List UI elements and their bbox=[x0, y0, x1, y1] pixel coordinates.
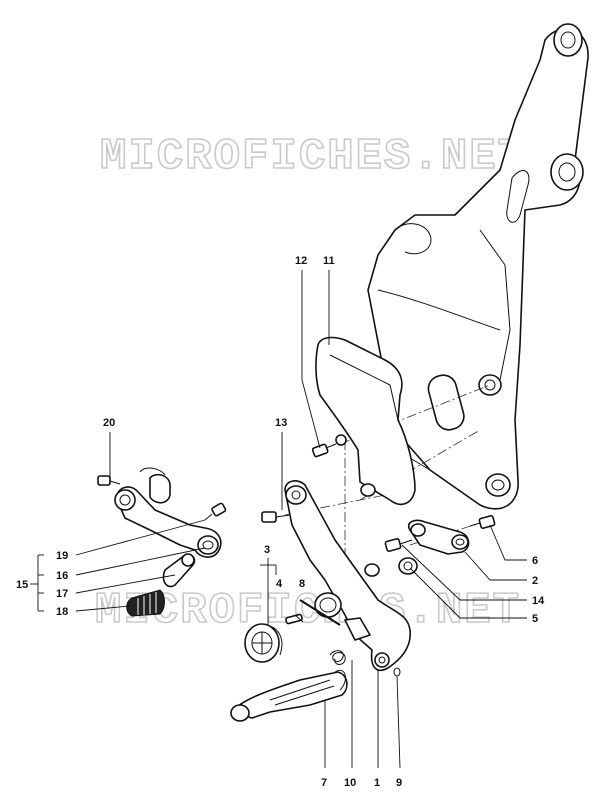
footpeg-7 bbox=[230, 669, 348, 722]
pin-4 bbox=[285, 613, 303, 625]
bolt-13 bbox=[261, 511, 291, 523]
footpeg-holder-arm bbox=[284, 480, 411, 672]
bolt-20 bbox=[97, 475, 121, 486]
callout-13: 13 bbox=[275, 417, 287, 429]
link-lever-2 bbox=[407, 519, 470, 555]
callout-16: 16 bbox=[56, 570, 68, 582]
callout-14: 14 bbox=[532, 595, 545, 607]
callout-1: 1 bbox=[374, 777, 380, 789]
callout-2: 2 bbox=[532, 575, 538, 587]
callout-17: 17 bbox=[56, 588, 68, 600]
callout-8: 8 bbox=[299, 578, 305, 590]
leader-lines bbox=[30, 270, 527, 769]
callout-labels: 11 12 13 20 3 4 8 6 2 14 5 19 16 17 18 1… bbox=[16, 255, 545, 789]
bolt-19 bbox=[204, 502, 227, 521]
callout-18: 18 bbox=[56, 606, 68, 618]
callout-12: 12 bbox=[295, 255, 307, 267]
washer-14 bbox=[384, 538, 413, 552]
bolt-6 bbox=[469, 515, 496, 529]
callout-20: 20 bbox=[103, 417, 115, 429]
watermark-bottom: MICROFICHES.NET bbox=[95, 586, 521, 636]
footrest-bracket bbox=[367, 23, 589, 510]
callout-10: 10 bbox=[344, 777, 356, 789]
callout-19: 19 bbox=[56, 550, 68, 562]
heel-guard-plate bbox=[315, 336, 416, 506]
callout-5: 5 bbox=[532, 613, 538, 625]
rubber-18 bbox=[126, 589, 165, 617]
spring-10 bbox=[329, 650, 346, 665]
clip-9 bbox=[393, 667, 401, 677]
footpeg-rubber-3 bbox=[244, 623, 283, 663]
gear-shift-lever bbox=[114, 467, 222, 558]
callout-11: 11 bbox=[323, 255, 335, 267]
callout-3: 3 bbox=[264, 544, 270, 556]
callout-6: 6 bbox=[532, 555, 538, 567]
watermark-top: MICROFICHES.NET bbox=[100, 132, 526, 182]
callout-15: 15 bbox=[16, 579, 28, 591]
callout-4: 4 bbox=[276, 578, 283, 590]
shaft-17 bbox=[162, 553, 196, 588]
pin-8 bbox=[299, 599, 341, 626]
washer-5 bbox=[398, 557, 418, 575]
screw-12 bbox=[311, 443, 337, 458]
callout-9: 9 bbox=[396, 777, 402, 789]
callout-7: 7 bbox=[321, 777, 327, 789]
